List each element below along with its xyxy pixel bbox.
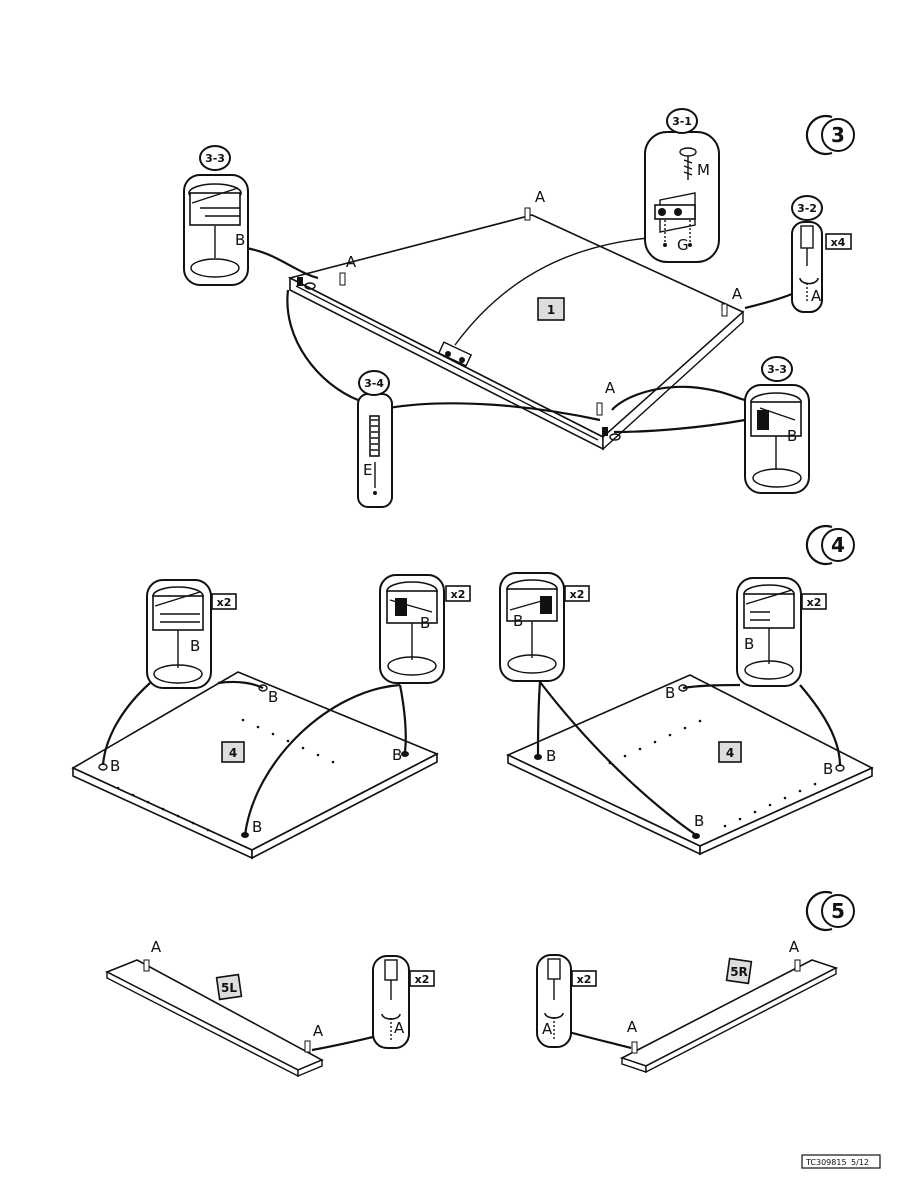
- svg-text:B: B: [268, 688, 278, 706]
- detail-dowel: A: [372, 955, 410, 1049]
- part-label-1: [537, 297, 565, 321]
- svg-text:3-2: 3-2: [797, 202, 817, 215]
- quantity-x4: x4: [825, 233, 852, 250]
- step-3: 3 1 A A A: [183, 108, 855, 508]
- quantity-x2: x2: [571, 970, 597, 987]
- svg-text:A: A: [789, 938, 800, 956]
- svg-text:3: 3: [831, 123, 845, 147]
- part-label-4: [221, 741, 245, 763]
- svg-text:3-3: 3-3: [205, 152, 225, 165]
- svg-text:x2: x2: [807, 596, 822, 609]
- svg-text:M: M: [697, 161, 710, 179]
- svg-text:E: E: [363, 461, 372, 479]
- svg-text:B: B: [823, 760, 833, 778]
- svg-text:x2: x2: [217, 596, 232, 609]
- quantity-x2: x2: [211, 593, 237, 610]
- svg-text:5: 5: [831, 899, 845, 923]
- svg-text:4: 4: [229, 746, 237, 760]
- svg-text:A: A: [313, 1022, 324, 1040]
- dowel-a: [339, 272, 346, 286]
- panel-4-left: 4 B B B B: [71, 671, 439, 860]
- svg-text:x4: x4: [831, 236, 846, 249]
- svg-text:5R: 5R: [730, 965, 748, 979]
- detail-cam-lock: B: [499, 572, 565, 682]
- part-label-4: [718, 741, 742, 763]
- step-number-badge: 5: [805, 890, 855, 932]
- svg-text:x2: x2: [577, 973, 592, 986]
- svg-text:4: 4: [831, 533, 845, 557]
- board-5l: 5L A A: [105, 938, 324, 1078]
- svg-text:B: B: [744, 635, 754, 653]
- dowel-a: [596, 402, 603, 416]
- panel-1: 1 A A A A: [287, 188, 745, 451]
- detail-3-1-hinge: M G: [644, 131, 720, 263]
- step-5: 5 5L A A A x2: [105, 890, 855, 1078]
- part-label-5r: [725, 957, 753, 985]
- quantity-x2: x2: [801, 593, 827, 610]
- svg-text:B: B: [252, 818, 262, 836]
- svg-text:4: 4: [726, 746, 734, 760]
- svg-text:B: B: [665, 684, 675, 702]
- svg-text:A: A: [151, 938, 162, 956]
- callout-3-3: 3-3: [761, 356, 793, 382]
- shelf-holes: [116, 718, 335, 832]
- svg-text:B: B: [392, 746, 402, 764]
- svg-text:B: B: [694, 812, 704, 830]
- svg-text:3-1: 3-1: [672, 115, 692, 128]
- detail-3-4-screw: E: [357, 393, 393, 508]
- dowel-a: [721, 303, 728, 317]
- svg-text:A: A: [346, 253, 357, 271]
- footer-code-box: TC309815 5/12: [801, 1154, 881, 1169]
- svg-text:A: A: [394, 1019, 405, 1037]
- detail-cam-lock: B: [379, 574, 445, 684]
- board-5r: 5R A A: [619, 938, 839, 1074]
- callout-3-2: 3-2: [791, 195, 823, 221]
- shelf-holes: [608, 719, 817, 828]
- svg-text:5L: 5L: [221, 981, 237, 995]
- svg-text:B: B: [110, 757, 120, 775]
- svg-text:G: G: [677, 236, 689, 254]
- svg-text:A: A: [605, 379, 616, 397]
- panel-4-right: 4 B B B B: [506, 674, 874, 856]
- svg-text:x2: x2: [415, 973, 430, 986]
- svg-text:3-3: 3-3: [767, 363, 787, 376]
- svg-text:A: A: [811, 287, 822, 305]
- svg-text:TC309815: TC309815: [805, 1158, 847, 1167]
- svg-text:A: A: [732, 285, 743, 303]
- callout-3-1: 3-1: [666, 108, 698, 134]
- svg-text:3-4: 3-4: [364, 377, 384, 390]
- svg-text:A: A: [535, 188, 546, 206]
- detail-3-3-cam-lock: B: [744, 384, 810, 494]
- svg-text:B: B: [235, 231, 245, 249]
- dowel-a: [524, 207, 531, 221]
- quantity-x2: x2: [409, 970, 435, 987]
- svg-text:1: 1: [547, 303, 555, 317]
- step-number-badge: 3: [805, 114, 855, 156]
- detail-dowel: A: [536, 954, 572, 1048]
- svg-text:B: B: [190, 637, 200, 655]
- callout-3-3: 3-3: [199, 145, 231, 171]
- svg-text:5/12: 5/12: [851, 1158, 869, 1167]
- detail-3-3-cam-lock: B: [183, 174, 249, 286]
- step-4: 4 4 B B B B: [71, 524, 874, 860]
- svg-text:A: A: [627, 1018, 638, 1036]
- step-number-badge: 4: [805, 524, 855, 566]
- detail-3-2-dowel: A: [791, 221, 823, 313]
- svg-text:A: A: [542, 1020, 553, 1038]
- svg-text:B: B: [546, 747, 556, 765]
- quantity-x2: x2: [445, 585, 471, 602]
- svg-text:B: B: [787, 427, 797, 445]
- quantity-x2: x2: [564, 585, 590, 602]
- detail-cam-lock: B: [736, 577, 802, 687]
- detail-cam-lock: B: [146, 579, 212, 689]
- svg-text:B: B: [420, 614, 430, 632]
- callout-3-4: 3-4: [358, 370, 390, 396]
- svg-text:x2: x2: [570, 588, 585, 601]
- hinge: [437, 341, 473, 367]
- svg-text:B: B: [513, 612, 523, 630]
- svg-text:x2: x2: [451, 588, 466, 601]
- part-label-5l: [215, 973, 243, 1001]
